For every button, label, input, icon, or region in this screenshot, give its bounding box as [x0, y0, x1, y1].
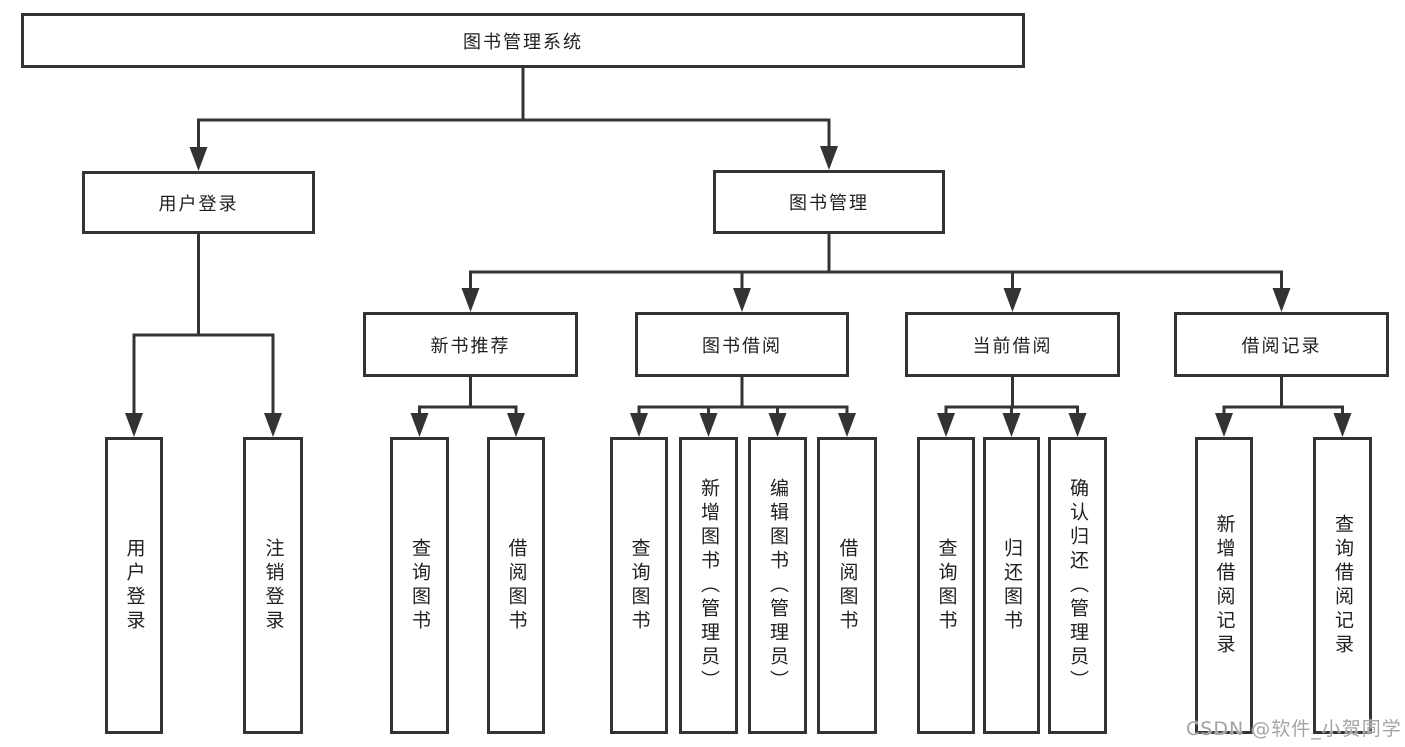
connector-current — [937, 377, 1087, 437]
arrowhead-icon — [699, 413, 718, 437]
node-query-books-recommend-label: 查询图书 — [409, 537, 431, 634]
node-edit-books-admin: 编辑图书（管理员） — [748, 437, 807, 734]
node-new-book-recommend: 新书推荐 — [363, 312, 578, 377]
connector-borrow — [630, 377, 856, 437]
node-borrow-records-label: 借阅记录 — [1241, 335, 1322, 357]
connector-records — [1215, 377, 1352, 437]
node-user-login: 用户登录 — [82, 171, 315, 234]
node-add-books-admin-label: 新增图书（管理员） — [698, 477, 720, 694]
connector-mgmt — [461, 234, 1291, 312]
node-book-borrowing: 图书借阅 — [635, 312, 849, 377]
node-borrow-books-borrowing: 借阅图书 — [817, 437, 877, 734]
node-library-system-label: 图书管理系统 — [463, 31, 583, 53]
node-query-books-current-label: 查询图书 — [935, 537, 958, 634]
arrowhead-icon — [264, 413, 282, 437]
arrowhead-icon — [461, 288, 480, 312]
arrowhead-icon — [410, 413, 429, 437]
node-user-login-leaf-label: 用户登录 — [123, 537, 146, 634]
arrowhead-icon — [1068, 413, 1087, 437]
arrowhead-icon — [125, 413, 143, 437]
node-query-books-current: 查询图书 — [917, 437, 975, 734]
arrowhead-icon — [1003, 288, 1022, 312]
node-borrow-records: 借阅记录 — [1174, 312, 1389, 377]
node-new-book-recommend-label: 新书推荐 — [430, 335, 511, 357]
node-book-borrowing-label: 图书借阅 — [702, 335, 782, 357]
node-query-books-borrowing: 查询图书 — [610, 437, 668, 734]
arrowhead-icon — [1215, 413, 1233, 437]
node-logout-leaf: 注销登录 — [243, 437, 303, 734]
arrowhead-icon — [507, 413, 525, 437]
node-library-system: 图书管理系统 — [21, 13, 1025, 68]
node-borrow-books-recommend: 借阅图书 — [487, 437, 545, 734]
node-confirm-return-admin-label: 确认归还（管理员） — [1067, 477, 1089, 694]
node-book-management: 图书管理 — [713, 170, 945, 234]
node-query-borrow-record: 查询借阅记录 — [1313, 437, 1372, 734]
arrowhead-icon — [733, 288, 751, 312]
node-book-management-label: 图书管理 — [789, 193, 869, 214]
arrowhead-icon — [189, 147, 208, 171]
node-query-books-borrowing-label: 查询图书 — [628, 537, 651, 634]
node-add-books-admin: 新增图书（管理员） — [679, 437, 738, 734]
node-add-borrow-record-label: 新增借阅记录 — [1213, 513, 1236, 658]
node-query-borrow-record-label: 查询借阅记录 — [1332, 513, 1354, 658]
connector-login — [125, 234, 282, 437]
node-borrow-books-recommend-label: 借阅图书 — [505, 537, 528, 634]
watermark: CSDN @软件_小贺同学 — [1186, 718, 1402, 740]
node-edit-books-admin-label: 编辑图书（管理员） — [767, 477, 789, 694]
node-current-borrowing-label: 当前借阅 — [972, 335, 1053, 357]
node-add-borrow-record: 新增借阅记录 — [1195, 437, 1253, 734]
arrowhead-icon — [1002, 413, 1021, 437]
arrowhead-icon — [820, 146, 838, 170]
connector-root — [189, 68, 838, 171]
node-user-login-leaf: 用户登录 — [105, 437, 163, 734]
node-query-books-recommend: 查询图书 — [390, 437, 449, 734]
node-current-borrowing: 当前借阅 — [905, 312, 1120, 377]
node-user-login-label: 用户登录 — [158, 193, 239, 215]
arrowhead-icon — [937, 413, 955, 437]
connector-rec — [410, 377, 525, 437]
arrowhead-icon — [630, 413, 648, 437]
arrowhead-icon — [1333, 413, 1352, 437]
node-borrow-books-borrowing-label: 借阅图书 — [836, 537, 859, 634]
node-logout-leaf-label: 注销登录 — [262, 537, 285, 634]
arrowhead-icon — [838, 413, 856, 437]
node-confirm-return-admin: 确认归还（管理员） — [1048, 437, 1107, 734]
arrowhead-icon — [768, 413, 787, 437]
node-return-books-label: 归还图书 — [1001, 537, 1023, 634]
arrowhead-icon — [1272, 288, 1291, 312]
node-return-books: 归还图书 — [983, 437, 1040, 734]
